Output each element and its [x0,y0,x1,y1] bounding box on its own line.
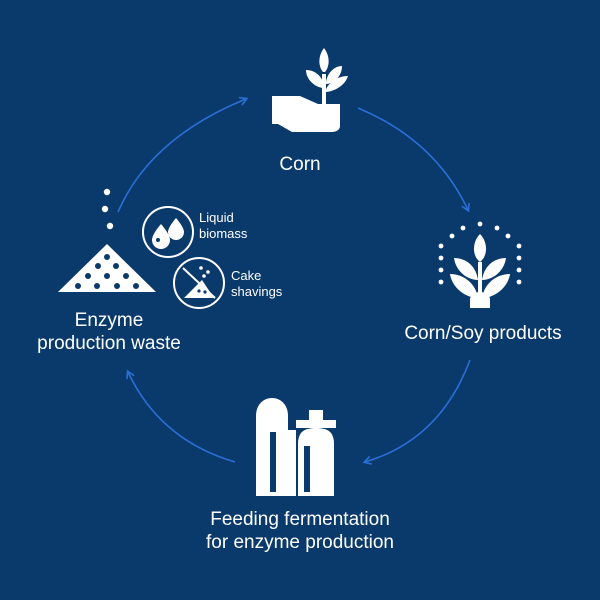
byproduct-label-cake-shavings: Cake shavings [231,268,283,300]
node-label-waste: Enzyme production waste [37,310,181,355]
arrow-products-to-fermentation [362,359,471,465]
node-label-fermentation: Feeding fermentation for enzyme producti… [206,509,394,554]
node-label-corn: Corn [279,154,321,175]
byproduct-label-liquid-biomass: Liquid biomass [199,210,248,242]
node-label-products: Corn/Soy products [404,323,562,344]
arrow-corn-to-products [357,107,470,213]
arrow-waste-to-corn [117,96,249,213]
arrow-fermentation-to-waste [126,369,236,463]
